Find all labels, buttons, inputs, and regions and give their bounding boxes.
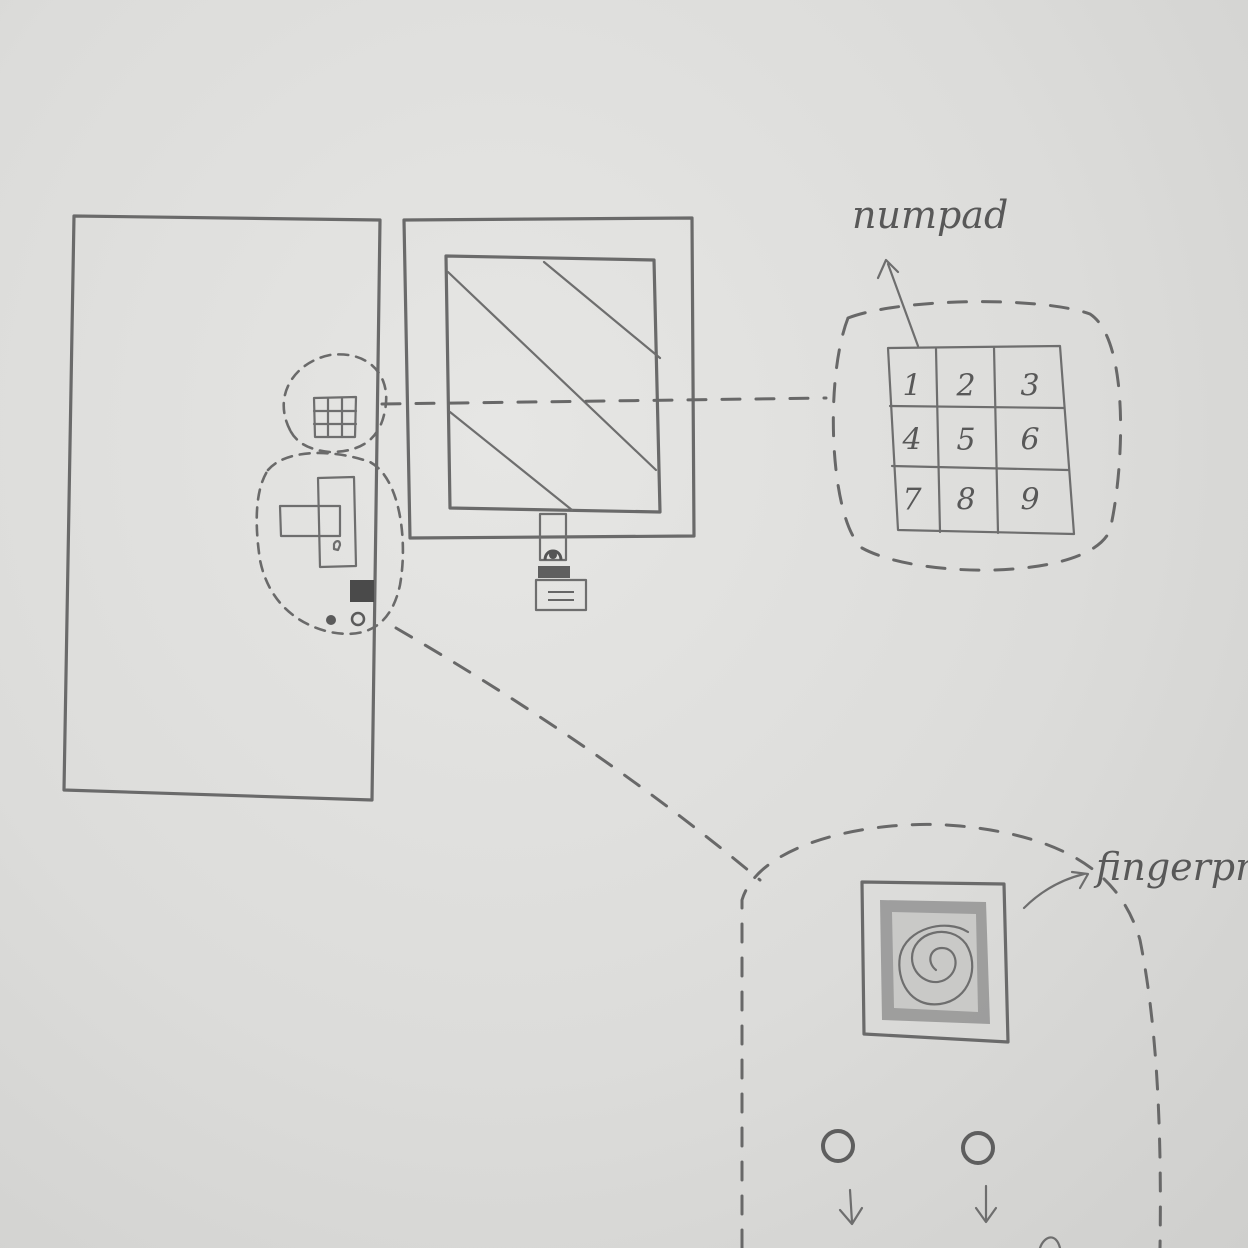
numpad-key-8: 8 [956, 483, 975, 518]
fingerprint-callout-outline [740, 822, 1162, 1248]
numpad-key-9: 9 [1020, 483, 1039, 518]
keypad-connector-line [380, 396, 828, 406]
window-lock-icon [534, 512, 588, 612]
fingerprint-connector-line [394, 626, 762, 882]
cut-off-scribble [1038, 1236, 1062, 1248]
indicator-1-icon [821, 1129, 855, 1163]
fingerprint-icon [898, 924, 974, 1006]
numpad-key-7: 7 [902, 483, 922, 518]
door-handle [278, 475, 358, 569]
keypad-highlight-circle [282, 353, 388, 454]
numpad-key-4: 4 [901, 423, 921, 458]
door-button-1-icon [326, 615, 336, 625]
numpad-label-arrow [876, 258, 920, 348]
numpad-key-2: 2 [955, 369, 975, 404]
indicator-1-arrow-icon [838, 1188, 864, 1226]
fingerprint-sensor [860, 880, 1010, 1044]
numpad-label: numpad [852, 193, 1008, 237]
numpad-callout-outline [831, 300, 1123, 572]
door-keypad-icon [312, 395, 358, 439]
handle-highlight-circle [255, 451, 405, 636]
numpad-key-1: 1 [902, 369, 921, 404]
numpad-key-6: 6 [1020, 423, 1039, 458]
numpad-key-3: 3 [1020, 369, 1039, 404]
indicator-2-arrow-icon [974, 1184, 998, 1224]
door-button-2-icon [350, 611, 366, 627]
window [402, 216, 696, 540]
fingerprint-label: fingerpr [1093, 845, 1248, 889]
indicator-2-icon [961, 1131, 995, 1165]
door [62, 214, 382, 802]
fingerprint-label-arrow [1022, 870, 1090, 910]
door-latch [350, 580, 374, 602]
numpad-key-5: 5 [956, 423, 975, 458]
numpad-grid [886, 344, 1076, 536]
